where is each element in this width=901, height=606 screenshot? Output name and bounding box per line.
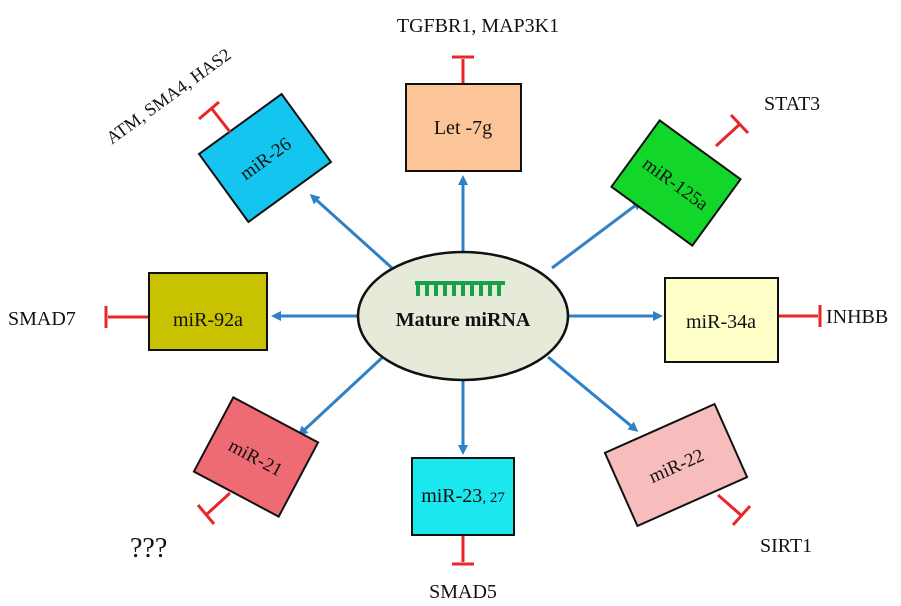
node-mir34a-label: miR-34a [686,311,756,333]
node-mir92a-label: miR-92a [173,309,243,331]
center-label: Mature miRNA [396,309,531,331]
arrow-to-mir21 [297,353,387,437]
target-mir21: ??? [130,533,167,564]
inhibit-mir34a [779,305,822,327]
node-mir2327-label: miR-23, 27 [421,485,505,507]
target-mir125a: STAT3 [764,93,820,115]
node-mir92a: miR-92a SMAD7 [8,272,268,351]
arrow-to-mir26 [309,193,394,270]
center-ellipse [356,250,570,382]
inhibit-mir125a [714,113,750,148]
target-mir34a: INHBB [826,306,888,328]
node-mir125a: miR-125a STAT3 [610,93,820,247]
node-let7g-label: Let -7g [434,117,492,139]
activation-arrows [271,175,663,455]
node-mir22: miR-22 SIRT1 [603,402,812,557]
target-mir22: SIRT1 [760,535,812,557]
inhibit-mir2327 [452,536,474,566]
target-mir26: ATM, SMA4, HAS2 [102,44,234,148]
node-mir2327: miR-23, 27 SMAD5 [411,457,515,603]
mirna-comb-icon [415,281,505,296]
inhibit-let7g [452,55,474,83]
target-mir92a: SMAD7 [8,308,76,330]
arrow-to-mir22 [547,355,639,432]
inhibit-mir92a [104,306,148,328]
inhibit-mir26 [198,100,232,133]
target-let7g: TGFBR1, MAP3K1 [397,15,559,37]
node-mir2327-label-suffix: , 27 [482,490,505,506]
node-mir2327-label-main: miR-23 [421,485,482,507]
center-node: Mature miRNA [356,250,570,382]
arrow-to-mir125a [551,200,643,270]
node-mir34a: miR-34a INHBB [664,277,888,363]
inhibit-mir21 [196,491,232,525]
target-mir2327: SMAD5 [429,581,497,603]
inhibit-mir22 [717,493,752,527]
node-mir21: miR-21 ??? [130,396,320,564]
node-mir26: miR-26 ATM, SMA4, HAS2 [102,44,333,224]
node-let7g: Let -7g TGFBR1, MAP3K1 [397,15,559,172]
